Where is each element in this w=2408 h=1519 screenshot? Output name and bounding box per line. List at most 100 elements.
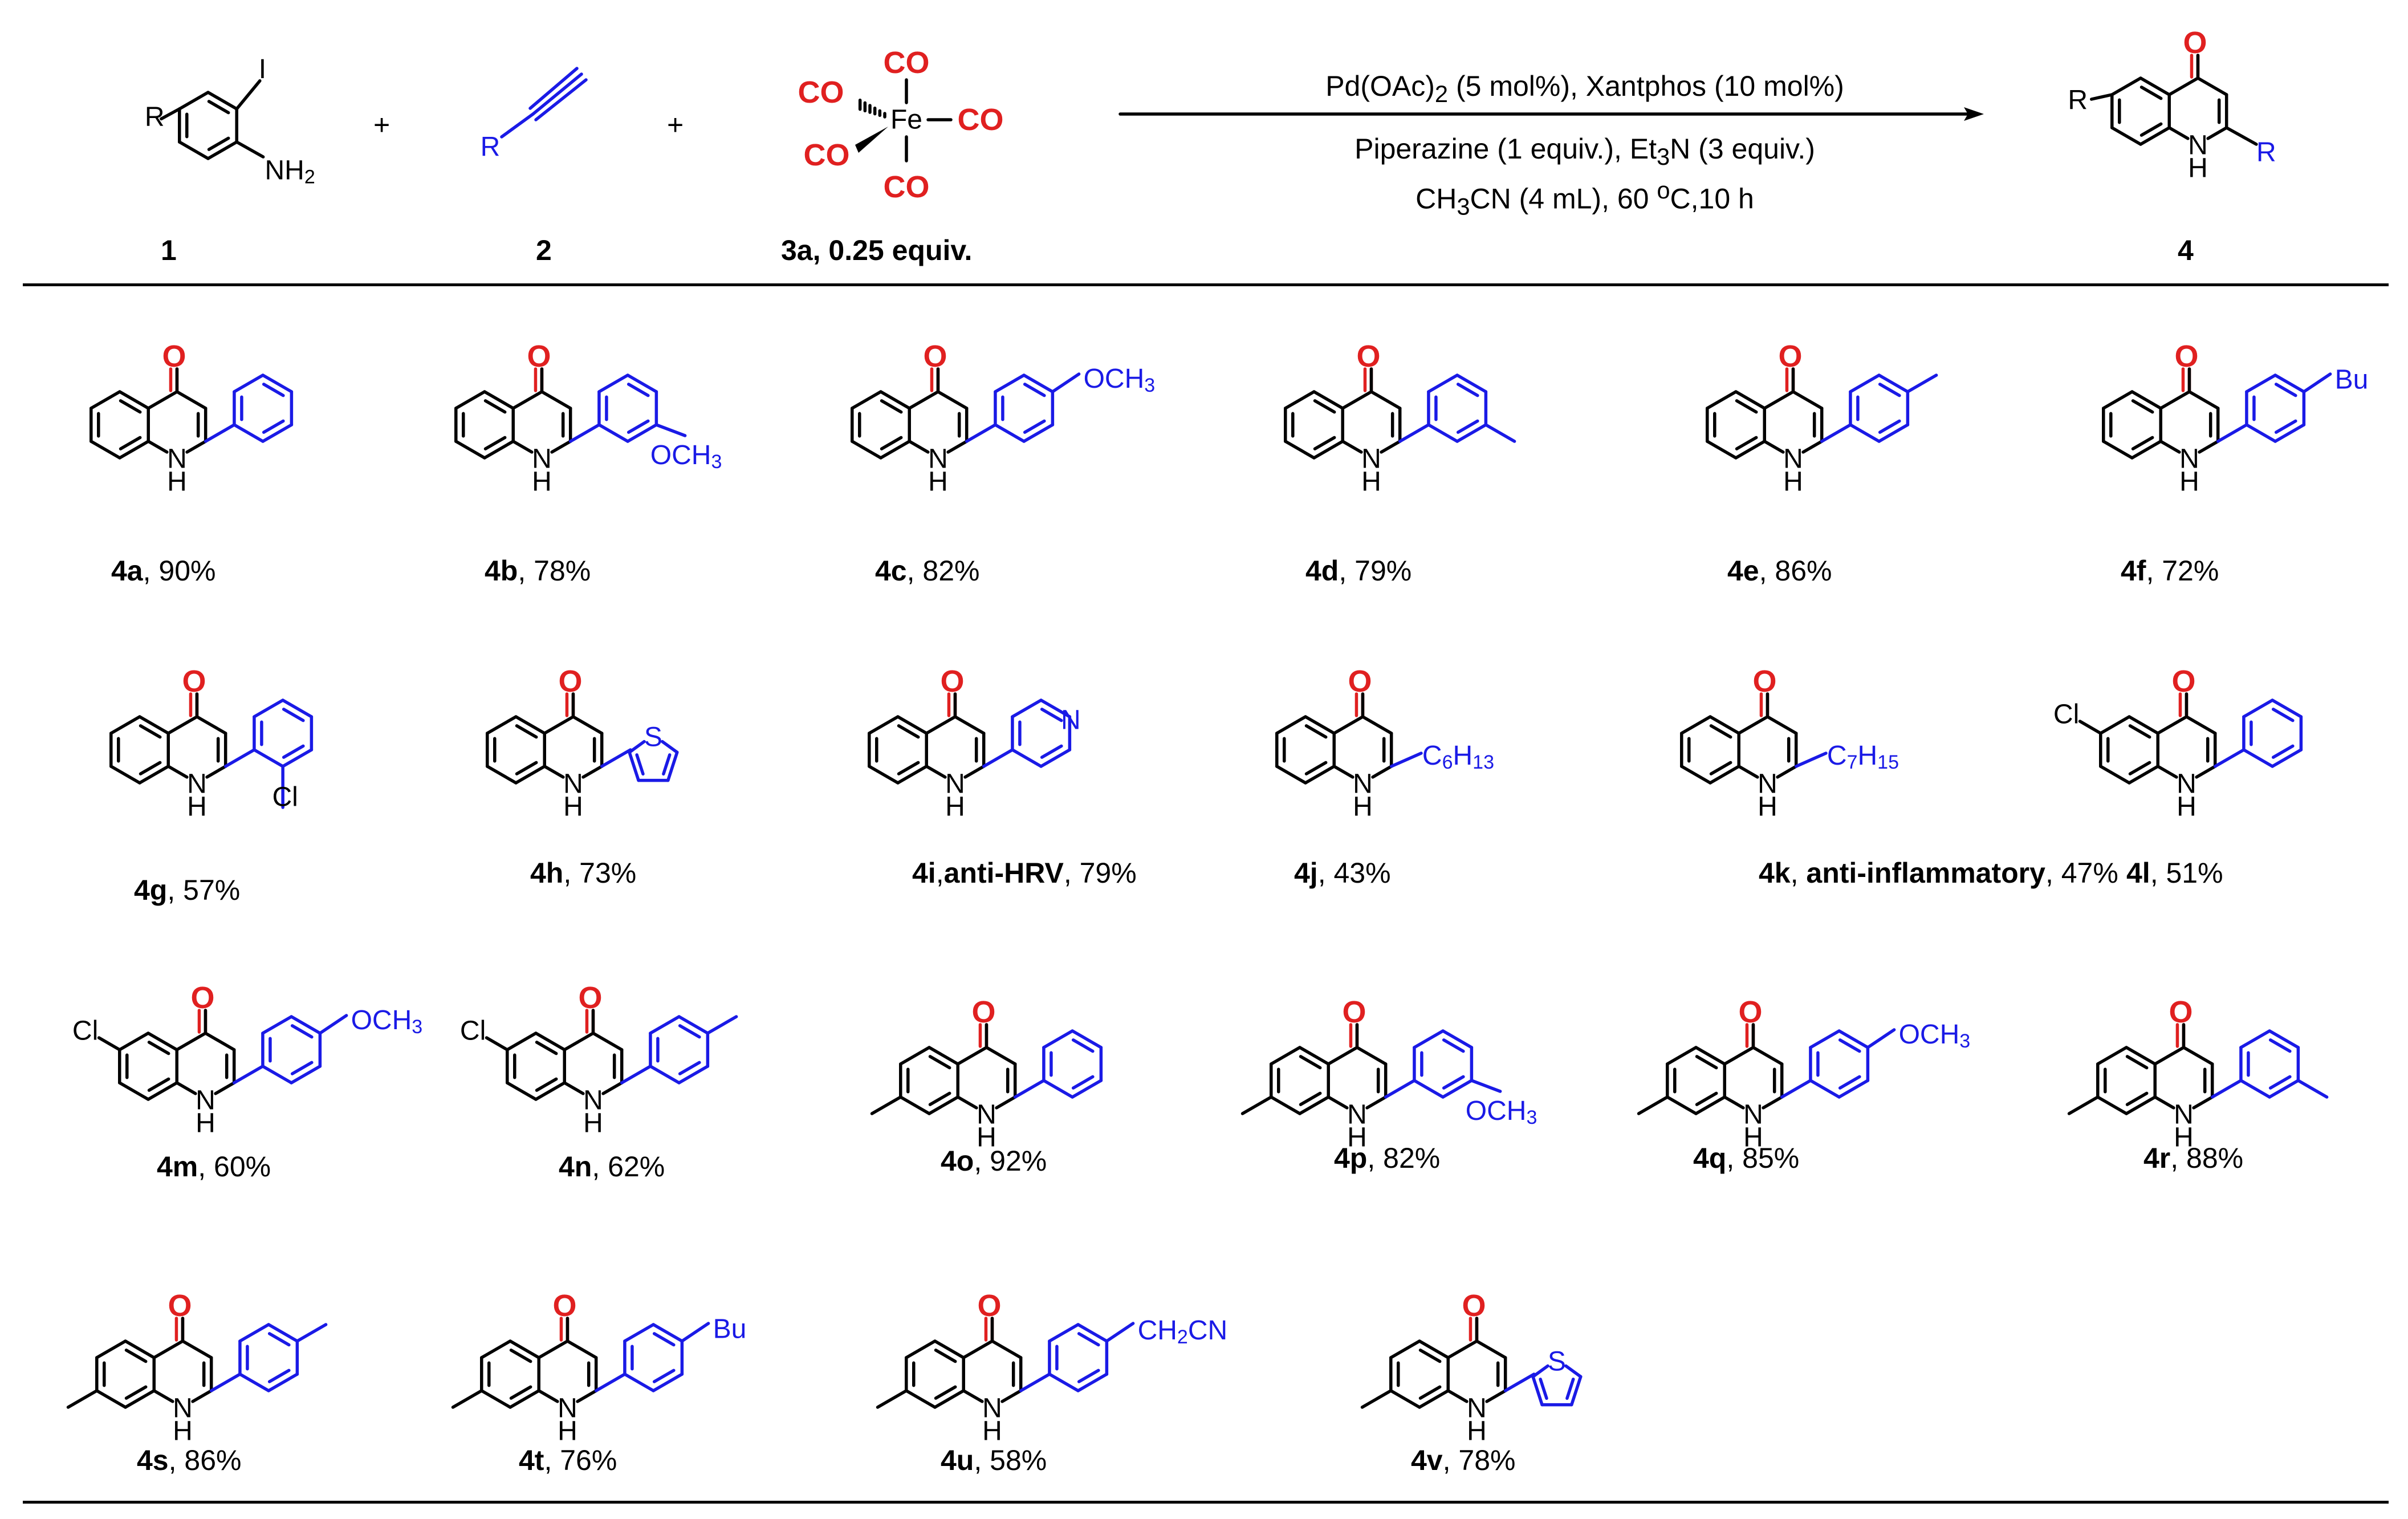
benzo-bond xyxy=(2139,76,2171,96)
double-bond xyxy=(652,1368,676,1383)
double-bond xyxy=(1695,1055,1718,1070)
benzo-bond xyxy=(1666,1095,1698,1115)
ring-bond xyxy=(677,1015,710,1035)
ring-bond xyxy=(2239,1079,2271,1099)
aryl-bond xyxy=(2210,1079,2243,1099)
pyridone-bond xyxy=(995,1095,1017,1110)
ring-bond xyxy=(649,1065,681,1085)
methyl-bond xyxy=(706,1015,738,1035)
thiophene-bond xyxy=(666,750,679,782)
double-bond xyxy=(1565,1378,1575,1400)
pyridone-bond xyxy=(990,1339,1023,1359)
double-bond xyxy=(2139,86,2163,100)
pyridone-bond xyxy=(1737,715,1770,735)
pyridone-bond xyxy=(1341,440,1363,454)
product-4-label: 4 xyxy=(2178,234,2194,266)
pyridone-bond xyxy=(191,1389,213,1403)
compound-id: 4g xyxy=(134,874,168,906)
benzo-bond xyxy=(1734,440,1766,460)
double-bond xyxy=(897,724,920,739)
compound-id: 4s xyxy=(137,1444,169,1476)
benzo-bond xyxy=(90,440,121,460)
aryl-bond xyxy=(600,748,632,768)
yield-value: , 82% xyxy=(906,555,980,587)
benzo-bond xyxy=(879,390,911,410)
compound-id: 4b xyxy=(485,555,518,587)
benzo-bond xyxy=(1275,715,1307,735)
alkyne-bond xyxy=(500,112,535,139)
product-caption: 4d, 79% xyxy=(1305,554,1412,587)
oxygen-label: O xyxy=(2171,664,2195,698)
alkyl-label: C7H15 xyxy=(1827,741,1899,774)
ring-bond xyxy=(626,423,658,443)
benzo-bond xyxy=(2125,1046,2157,1066)
benzo-bond xyxy=(1694,1046,1726,1066)
product-caption: 4s, 86% xyxy=(137,1444,241,1477)
double-bond xyxy=(535,1041,558,1055)
benzo-bond xyxy=(118,390,150,410)
benzo-bond xyxy=(1304,715,1336,735)
methyl-bond xyxy=(1906,373,1938,393)
cyanomethyl-bond xyxy=(1105,1322,1135,1343)
methyl-bond xyxy=(2067,1095,2100,1115)
hydrogen-label: H xyxy=(1758,792,1777,822)
double-bond xyxy=(2268,1075,2292,1090)
pyridone-bond xyxy=(2195,765,2217,779)
pyridone-bond xyxy=(1000,1389,1023,1403)
double-bond xyxy=(1304,724,1328,739)
benzo-bond xyxy=(534,1081,566,1101)
benzo-bond xyxy=(896,715,928,735)
ring-bond xyxy=(253,698,284,718)
pyridone-bond xyxy=(908,390,940,410)
benzo-bond xyxy=(2102,390,2134,410)
oxygen-label: O xyxy=(182,664,206,698)
oxygen-label: O xyxy=(1778,339,1802,373)
double-bond xyxy=(934,1349,957,1363)
conditions-line-3: CH3CN (4 mL), 60 oC,10 h xyxy=(1415,177,1754,220)
carbonyl-ligand-label: CO xyxy=(884,170,930,204)
pyridone-bond xyxy=(1371,765,1393,779)
compound-id: 4p xyxy=(1334,1142,1368,1174)
product-caption: 4u, 58% xyxy=(941,1444,1047,1477)
alkyl-bond xyxy=(1794,752,1828,768)
double-bond xyxy=(1838,1038,1861,1053)
benzo-bond xyxy=(486,765,518,785)
ring-bond xyxy=(206,91,238,111)
nitrogen-label: N xyxy=(1743,1100,1763,1130)
pyridone-bond xyxy=(2159,440,2181,454)
pyridone-bond xyxy=(2182,1046,2214,1066)
pyridone-bond xyxy=(1355,1046,1388,1066)
pyridone-bond xyxy=(963,765,986,779)
yield-value: , 72% xyxy=(2146,555,2219,587)
nitrogen-label: N xyxy=(1783,444,1803,474)
carbonyl-ligand-label: CO xyxy=(804,138,850,172)
iodo-bond xyxy=(235,79,262,111)
methyl-bond xyxy=(870,1095,902,1115)
product-caption: 4v, 78% xyxy=(1411,1444,1515,1477)
pyridone-bond xyxy=(985,1046,1017,1066)
methoxy-label: OCH3 xyxy=(650,440,722,473)
methyl-bond xyxy=(295,1323,328,1343)
benzo-bond xyxy=(1680,715,1712,735)
pyridone-bond xyxy=(576,1389,598,1403)
oxygen-label: O xyxy=(1342,995,1366,1029)
double-bond xyxy=(262,383,285,397)
plus-sign-2: + xyxy=(667,109,684,141)
hydrogen-label: H xyxy=(2188,153,2208,184)
double-bond xyxy=(2274,419,2297,434)
pyridone-bond xyxy=(946,440,969,454)
r-group-label: R xyxy=(145,102,165,132)
pyridone-bond xyxy=(1365,1095,1388,1110)
ome-bond xyxy=(318,1014,348,1035)
pyridone-bond xyxy=(1723,1095,1745,1110)
aryl-bond xyxy=(1019,1372,1051,1392)
double-bond xyxy=(483,436,507,450)
double-bond xyxy=(880,436,903,450)
aryl-bond xyxy=(568,423,601,443)
pyridone-bond xyxy=(1763,440,1785,454)
benzo-bond xyxy=(933,1339,965,1359)
nitrogen-label: N xyxy=(1758,769,1777,799)
benzo-bond xyxy=(2096,1095,2128,1115)
benzo-bond xyxy=(928,1095,959,1115)
